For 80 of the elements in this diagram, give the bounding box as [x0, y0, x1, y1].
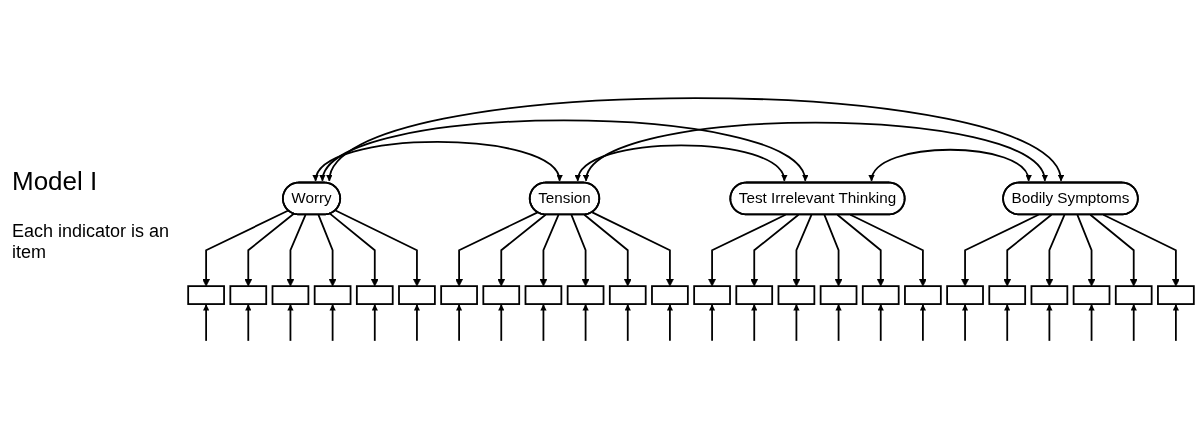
- arrow: [1044, 213, 1065, 287]
- arrow: [666, 304, 673, 342]
- arrow: [1130, 304, 1137, 342]
- arrow: [286, 213, 306, 287]
- arrow: [708, 304, 715, 342]
- note-text: Each indicator is an item: [12, 220, 171, 263]
- arrow: [413, 304, 420, 342]
- node-box: [608, 285, 647, 305]
- node-box: [734, 285, 773, 305]
- arrow: [454, 211, 538, 287]
- arrow: [590, 211, 674, 287]
- arrow: [750, 304, 757, 342]
- node-box: [1072, 285, 1110, 305]
- arrow: [792, 304, 800, 342]
- arrow: [497, 304, 504, 342]
- arrow: [823, 213, 842, 287]
- double-headed-arrow: [314, 141, 561, 182]
- node-box: [987, 285, 1026, 305]
- arrow: [961, 304, 968, 342]
- arrow: [328, 304, 336, 342]
- arrow: [1172, 304, 1179, 342]
- arrow: [960, 213, 1039, 287]
- arrow: [455, 304, 462, 342]
- arrow: [201, 209, 289, 287]
- arrow: [328, 212, 379, 287]
- node-box: [355, 285, 394, 305]
- double-headed-arrow: [576, 144, 785, 182]
- arrow: [877, 304, 884, 342]
- node-box: [777, 285, 815, 305]
- arrow: [1087, 304, 1095, 342]
- node-box: [819, 285, 857, 305]
- arrow: [334, 209, 421, 287]
- arrow: [539, 304, 547, 342]
- arrow: [1101, 213, 1180, 287]
- node-box: [1114, 285, 1153, 305]
- node-box: [271, 285, 309, 305]
- node-box: [313, 285, 351, 305]
- node-box: [481, 285, 520, 305]
- arrow: [791, 213, 812, 287]
- arrow: [749, 213, 799, 287]
- node-box: [228, 285, 267, 305]
- arrow: [539, 213, 559, 287]
- node-box: [566, 285, 604, 305]
- double-headed-arrow: [584, 121, 1046, 182]
- arrow: [836, 213, 885, 287]
- node-box: [186, 285, 225, 305]
- arrow: [371, 304, 378, 342]
- arrow: [1076, 213, 1095, 287]
- arrow: [286, 304, 294, 342]
- arrow: [707, 213, 786, 287]
- node-box: [903, 285, 942, 305]
- model-label: Model I: [12, 165, 99, 197]
- arrow: [570, 213, 590, 287]
- node-box: [692, 285, 731, 305]
- node-box: [397, 285, 436, 305]
- arrow: [834, 304, 842, 342]
- node-box: [650, 285, 689, 305]
- arrow: [496, 213, 546, 287]
- arrow: [1002, 213, 1052, 287]
- node-box: [439, 285, 478, 305]
- double-headed-arrow: [869, 148, 1030, 182]
- arrow: [1045, 304, 1053, 342]
- arrow: [919, 304, 926, 342]
- node-box: [524, 285, 562, 305]
- node-box: [1156, 285, 1195, 305]
- double-headed-arrow: [327, 97, 1062, 182]
- arrow: [582, 213, 632, 287]
- arrow: [243, 212, 295, 287]
- arrow: [244, 304, 251, 342]
- arrow: [1003, 304, 1010, 342]
- node-box: [861, 285, 900, 305]
- arrow: [1088, 213, 1138, 287]
- arrow: [317, 213, 337, 287]
- arrow: [624, 304, 631, 342]
- arrow: [848, 213, 927, 287]
- arrow: [202, 304, 209, 342]
- arrow: [581, 304, 589, 342]
- node-box: [945, 285, 984, 305]
- double-headed-arrow: [321, 119, 806, 182]
- node-box: [1030, 285, 1068, 305]
